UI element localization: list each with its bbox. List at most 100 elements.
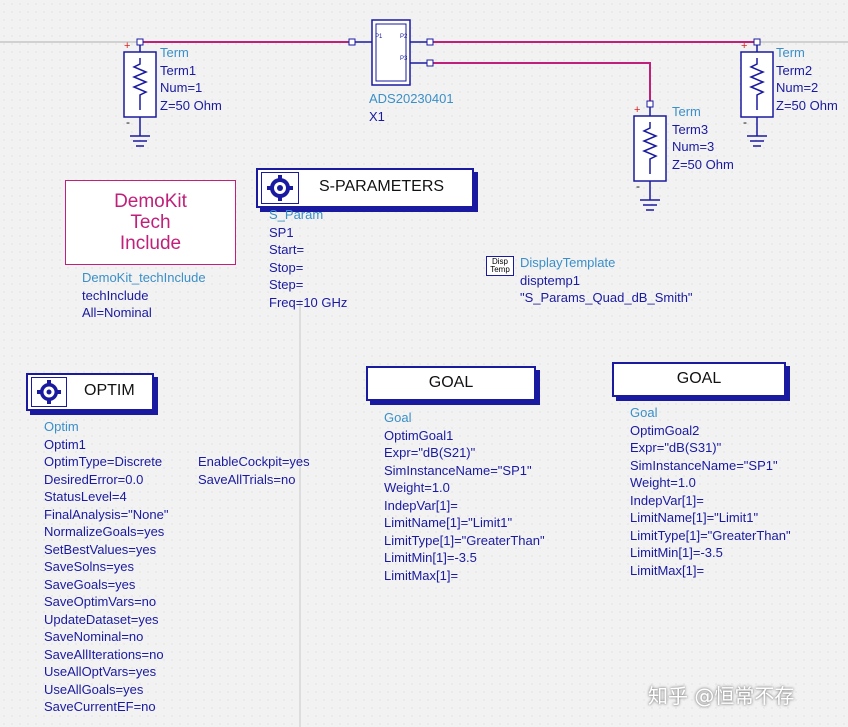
disp-icon-line2: Temp [490,265,510,274]
goal1-params[interactable]: Goal OptimGoal1 Expr="dB(S21)" SimInstan… [384,409,545,584]
optim-param: DesiredError=0.0 [44,471,144,487]
goal1-type: Goal [384,410,412,425]
goal1-title: GOAL [428,374,474,391]
disp-icon-line1: Disp [491,257,508,266]
disptemp-name: disptemp1 [520,272,580,288]
demokit-name: techInclude [82,287,149,303]
optim-param: SaveCurrentEF=no [44,699,156,714]
disptemp-template: "S_Params_Quad_dB_Smith" [520,290,693,305]
subckt-instance-name: X1 [369,108,385,124]
optim-controller[interactable]: OPTIM [26,373,154,411]
sparam-start: Start= [269,242,305,257]
optim-param: SetBestValues=yes [44,541,157,557]
term2-name: Term2 [776,62,813,78]
goal1-param: IndepVar[1]= [384,497,458,513]
optim-enable-cockpit: EnableCockpit=yes [198,454,310,469]
term1-name: Term1 [160,62,197,78]
goal2-param: LimitName[1]="Limit1" [630,510,759,525]
port-label-p3: P3 [400,56,408,62]
term1-type: Term [160,45,189,60]
term3-symbol[interactable]: + - [633,100,667,211]
simulation-gear-icon [261,172,299,204]
demokit-all: All=Nominal [82,305,152,320]
optim-param: SaveOptimVars=no [44,594,157,609]
demokit-params[interactable]: DemoKit_techInclude techInclude All=Nomi… [82,269,206,322]
subckt-design-name: ADS20230401 [369,91,454,106]
goal1-param: Weight=1.0 [384,480,450,495]
optim-gear-icon [31,377,67,407]
goal2-param: Weight=1.0 [630,475,696,490]
optim-param: StatusLevel=4 [44,489,127,504]
goal2-param: Expr="dB(S31)" [630,440,722,455]
term1-symbol[interactable]: + - [123,38,157,147]
optim-param: SaveSolns=yes [44,559,134,574]
optim-param: UpdateDataset=yes [44,611,159,627]
optim-param: FinalAnalysis="None" [44,506,169,522]
svg-text:+: + [634,104,640,116]
wire-p3-term3[interactable] [430,62,651,104]
term3-name: Term3 [672,121,709,137]
svg-text:+: + [741,40,747,52]
subcircuit-x1[interactable] [348,19,434,86]
demokit-box-line2: Tech [130,212,171,233]
demokit-include-box[interactable]: DemoKit Tech Include [65,180,236,265]
sparam-step: Step= [269,277,304,292]
optim-param: OptimType=Discrete [44,454,163,469]
term2-num: Num=2 [776,80,819,95]
goal2-type: Goal [630,405,658,420]
subckt-label[interactable]: ADS20230401 X1 [369,90,454,125]
optim-title: OPTIM [84,382,135,399]
goal2-box[interactable]: GOAL [612,362,786,397]
demokit-type: DemoKit_techInclude [82,270,206,285]
goal2-param: LimitMin[1]=-3.5 [630,545,723,560]
term2-impedance: Z=50 Ohm [776,97,838,113]
goal2-params[interactable]: Goal OptimGoal2 Expr="dB(S31)" SimInstan… [630,404,791,579]
sparam-type: S_Param [269,207,324,222]
optim-save-all-trials: SaveAllTrials=no [198,471,296,487]
goal1-param: LimitName[1]="Limit1" [384,515,513,530]
watermark: 知乎 @恒常不存 [648,684,795,708]
goal1-param: LimitType[1]="GreaterThan" [384,532,545,548]
term3-type: Term [672,104,701,119]
svg-text:-: - [126,115,130,129]
display-template-icon[interactable]: Disp Temp [486,256,514,276]
sparam-freq: Freq=10 GHz [269,294,348,310]
demokit-box-line3: Include [119,233,182,254]
optim-param: SaveGoals=yes [44,576,136,592]
optim-extra-params[interactable]: EnableCockpit=yes SaveAllTrials=no [198,453,310,488]
port-label-p2: P2 [400,34,408,40]
goal1-param: SimInstanceName="SP1" [384,462,532,478]
goal2-title: GOAL [676,370,722,387]
term3-num: Num=3 [672,139,715,154]
display-template-params[interactable]: DisplayTemplate disptemp1 "S_Params_Quad… [520,254,693,307]
term2-symbol[interactable]: + - [740,38,774,147]
s-parameters-controller[interactable]: S-PARAMETERS [256,168,474,208]
svg-text:+: + [124,40,130,52]
svg-text:-: - [743,115,747,129]
sparam-stop: Stop= [269,259,304,275]
optim-param: SaveNominal=no [44,629,144,644]
s-parameters-params[interactable]: S_Param SP1 Start= Stop= Step= Freq=10 G… [269,206,347,311]
term1-label[interactable]: Term Term1 Num=1 Z=50 Ohm [160,44,222,114]
optim-params[interactable]: Optim Optim1 OptimType=Discrete DesiredE… [44,418,168,716]
term3-label[interactable]: Term Term3 Num=3 Z=50 Ohm [672,103,734,173]
term1-impedance: Z=50 Ohm [160,97,222,113]
demokit-box-line1: DemoKit [114,191,187,212]
optim-param: SaveAllIterations=no [44,646,164,662]
term3-impedance: Z=50 Ohm [672,156,734,172]
svg-text:-: - [636,179,640,193]
s-parameters-title: S-PARAMETERS [319,178,445,195]
optim-param: UseAllGoals=yes [44,681,144,697]
port-label-p1: P1 [375,34,383,40]
goal2-param: LimitMax[1]= [630,562,705,578]
goal2-param: LimitType[1]="GreaterThan" [630,527,791,543]
disptemp-type: DisplayTemplate [520,255,616,270]
term2-label[interactable]: Term Term2 Num=2 Z=50 Ohm [776,44,838,114]
term1-num: Num=1 [160,80,203,95]
goal1-param: LimitMax[1]= [384,567,459,583]
goal1-box[interactable]: GOAL [366,366,536,401]
term2-type: Term [776,45,805,60]
optim-param: UseAllOptVars=yes [44,664,157,679]
goal1-name: OptimGoal1 [384,427,454,443]
